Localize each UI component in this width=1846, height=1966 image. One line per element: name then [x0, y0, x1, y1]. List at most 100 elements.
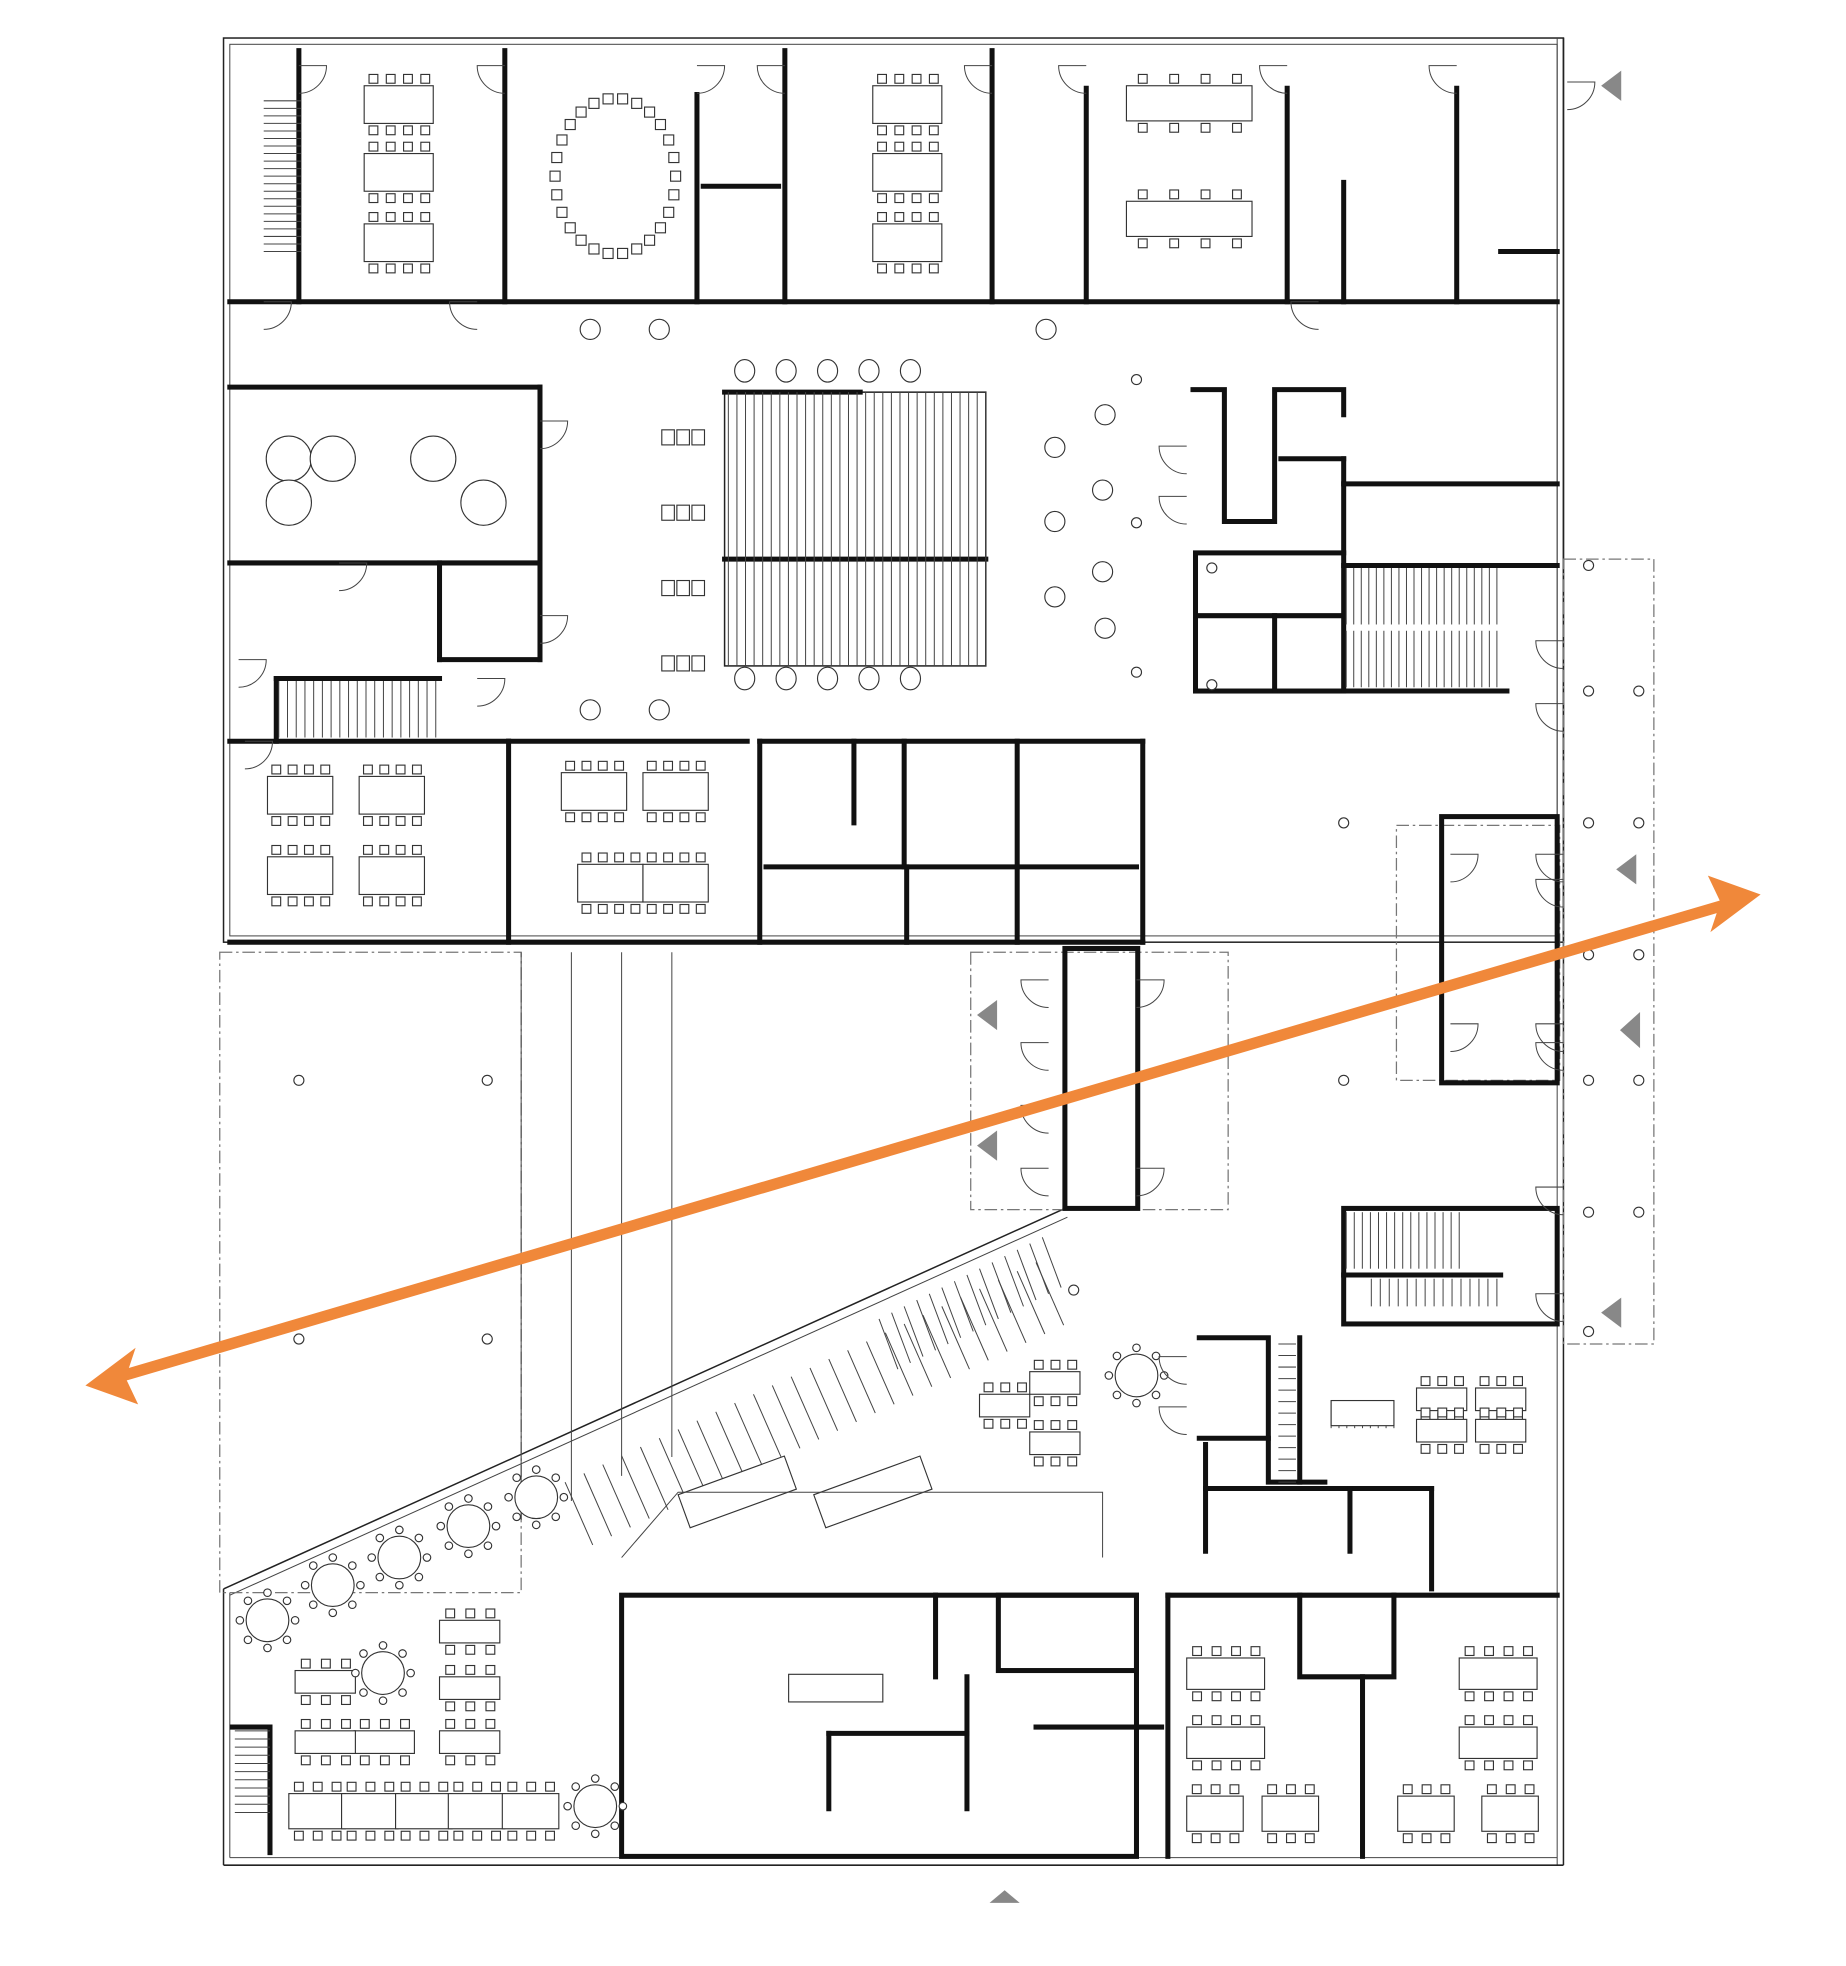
chair	[911, 141, 922, 152]
chair	[445, 1701, 456, 1712]
chair	[445, 1718, 456, 1729]
door-swing	[756, 65, 785, 94]
chair	[1420, 1407, 1431, 1418]
stair-tread	[991, 1262, 1012, 1313]
chair	[347, 1600, 357, 1610]
chair	[1231, 189, 1242, 200]
column	[1206, 679, 1218, 691]
chair	[300, 1718, 311, 1729]
chair	[444, 1541, 454, 1550]
chair	[1484, 1760, 1495, 1771]
lounge-chair	[734, 666, 756, 691]
chair	[320, 764, 331, 775]
table	[872, 223, 943, 263]
chair	[379, 896, 390, 907]
round-table	[377, 1535, 422, 1580]
door-swing	[1020, 979, 1049, 1008]
table	[358, 856, 426, 896]
chair	[597, 852, 608, 863]
building-outline	[219, 37, 1655, 1866]
chair	[379, 1755, 390, 1766]
door-swing	[539, 615, 569, 644]
chair	[444, 1502, 454, 1511]
chair	[549, 170, 561, 182]
chair	[320, 896, 331, 907]
chair	[341, 1695, 351, 1706]
chair	[411, 816, 422, 826]
table	[642, 863, 709, 903]
chair	[414, 1533, 424, 1543]
chair	[610, 1782, 620, 1791]
chair	[877, 212, 887, 222]
seating-step	[564, 1481, 594, 1546]
door-swing	[244, 740, 274, 770]
arrow-head-left	[85, 1347, 139, 1405]
chair	[465, 1701, 476, 1712]
stool	[648, 318, 670, 340]
chair	[1479, 1443, 1490, 1454]
chair	[1159, 1371, 1169, 1380]
chair	[368, 263, 379, 274]
seating-step	[715, 1411, 744, 1475]
stair-tread	[878, 1318, 899, 1370]
chair	[379, 844, 390, 855]
chair	[243, 1596, 253, 1606]
chair	[1250, 1715, 1261, 1726]
round-table	[1114, 1353, 1159, 1398]
chair	[375, 1533, 385, 1543]
chair	[1231, 73, 1242, 84]
door-swing	[449, 301, 478, 330]
chair	[581, 760, 592, 771]
chair	[1523, 1715, 1533, 1726]
chair	[679, 852, 690, 863]
chair	[411, 844, 422, 855]
lounge-chair	[858, 358, 880, 383]
chair	[1437, 1443, 1448, 1454]
chair	[485, 1608, 496, 1619]
chair	[581, 852, 592, 863]
chair	[663, 760, 674, 771]
chair	[1464, 1646, 1475, 1657]
chair	[1067, 1456, 1078, 1467]
chair	[300, 1755, 311, 1766]
chair	[414, 1572, 424, 1582]
triangle-marker-icon	[989, 1890, 1020, 1903]
chair	[293, 1830, 304, 1841]
chair	[654, 222, 667, 234]
chair	[695, 903, 706, 914]
chair	[663, 852, 674, 863]
chair	[1210, 1784, 1221, 1795]
chair	[1137, 122, 1148, 133]
chair	[1112, 1390, 1122, 1400]
chair	[1402, 1833, 1413, 1844]
chair	[465, 1644, 476, 1655]
stool	[579, 699, 601, 721]
column	[1633, 1074, 1645, 1086]
chair	[1464, 1715, 1475, 1726]
table	[1458, 1657, 1538, 1690]
chair	[597, 760, 608, 771]
chair	[1192, 1691, 1203, 1702]
chair	[1169, 122, 1180, 133]
door-swing	[1535, 1042, 1564, 1071]
kitchen-canopy	[621, 1491, 1104, 1558]
chair	[485, 1644, 496, 1655]
chair	[631, 97, 643, 109]
chair	[1050, 1396, 1061, 1407]
chair	[646, 903, 657, 914]
chair	[911, 125, 922, 136]
chair	[379, 816, 390, 826]
chair	[385, 212, 396, 222]
chair	[646, 812, 657, 823]
chair	[436, 1521, 446, 1531]
table	[294, 1669, 356, 1694]
chair	[445, 1664, 456, 1675]
chair	[1169, 238, 1180, 249]
chair	[328, 1553, 338, 1562]
chair	[614, 760, 625, 771]
lounge-chair	[775, 358, 797, 383]
chair	[1496, 1376, 1507, 1387]
chair	[368, 73, 379, 84]
chair	[491, 1830, 501, 1841]
chair	[271, 816, 282, 826]
